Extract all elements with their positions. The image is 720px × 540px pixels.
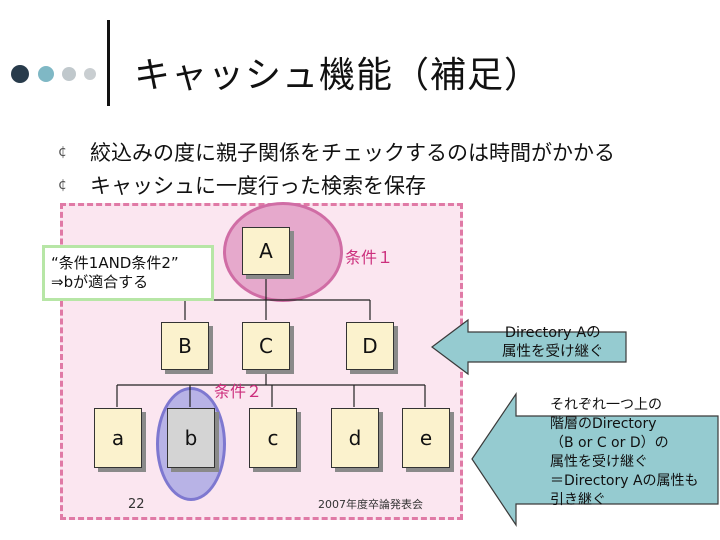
document-a[interactable]: a <box>94 408 142 468</box>
folder-C[interactable]: C <box>242 322 290 370</box>
callout-top-line1: Directory Aの <box>504 325 601 341</box>
callout-top-line2: 属性を受け継ぐ <box>502 344 604 360</box>
callout-bottom-line5: ＝Directory Aの属性も <box>550 473 699 489</box>
document-b[interactable]: b <box>167 408 215 468</box>
node-label-b: b <box>184 426 198 450</box>
title-divider <box>107 20 110 106</box>
node-label-D: D <box>362 334 378 358</box>
bullet-icon: ¢ <box>58 144 67 160</box>
bullet-item-2: ¢ キャッシュに一度行った検索を保存 <box>58 170 426 200</box>
folder-A[interactable]: A <box>242 227 290 275</box>
decor-dot-1 <box>11 65 29 83</box>
folder-B[interactable]: B <box>161 322 209 370</box>
bullet-text-2: キャッシュに一度行った検索を保存 <box>90 174 426 198</box>
node-label-A: A <box>259 239 273 263</box>
node-label-e: e <box>419 426 433 450</box>
callout-inherit-parent: それぞれ一つ上の 階層のDirectory （B or C or D）の 属性を… <box>550 396 699 510</box>
page-number: 22 <box>128 497 145 512</box>
condition-box-line1: “条件1AND条件2” <box>51 254 179 272</box>
condition-box-line2: ⇒bが適合する <box>51 273 149 291</box>
arrow-left-icon-2 <box>471 392 719 527</box>
callout-bottom-line6: 引き継ぐ <box>550 492 606 508</box>
footer-event: 2007年度卒論発表会 <box>318 498 423 511</box>
bullet-item-1: ¢ 絞込みの度に親子関係をチェックするのは時間がかかる <box>58 137 615 167</box>
condition1-label: 条件１ <box>345 248 394 267</box>
callout-bottom-line2: 階層のDirectory <box>550 416 657 432</box>
condition-box: “条件1AND条件2” ⇒bが適合する <box>42 245 214 301</box>
node-label-c: c <box>267 426 279 450</box>
decor-dot-3 <box>62 67 76 81</box>
callout-inherit-A: Directory Aの 属性を受け継ぐ <box>502 324 604 362</box>
node-label-d: d <box>348 426 362 450</box>
bullet-text-1: 絞込みの度に親子関係をチェックするのは時間がかかる <box>90 141 615 165</box>
decor-dot-2 <box>38 66 54 82</box>
decor-dot-4 <box>84 68 96 80</box>
document-d[interactable]: d <box>331 408 379 468</box>
document-e[interactable]: e <box>402 408 450 468</box>
callout-bottom-line3: （B or C or D）の <box>550 435 669 451</box>
folder-D[interactable]: D <box>346 322 394 370</box>
node-label-C: C <box>259 334 273 358</box>
condition2-label: 条件２ <box>214 382 263 401</box>
callout-bottom-line1: それぞれ一つ上の <box>550 397 662 413</box>
node-label-B: B <box>178 334 192 358</box>
node-label-a: a <box>111 426 125 450</box>
callout-bottom-line4: 属性を受け継ぐ <box>550 454 648 470</box>
slide-title: キャッシュ機能（補足） <box>134 55 542 96</box>
document-c[interactable]: c <box>249 408 297 468</box>
bullet-icon: ¢ <box>58 177 67 193</box>
arrow-left-icon <box>431 318 627 376</box>
